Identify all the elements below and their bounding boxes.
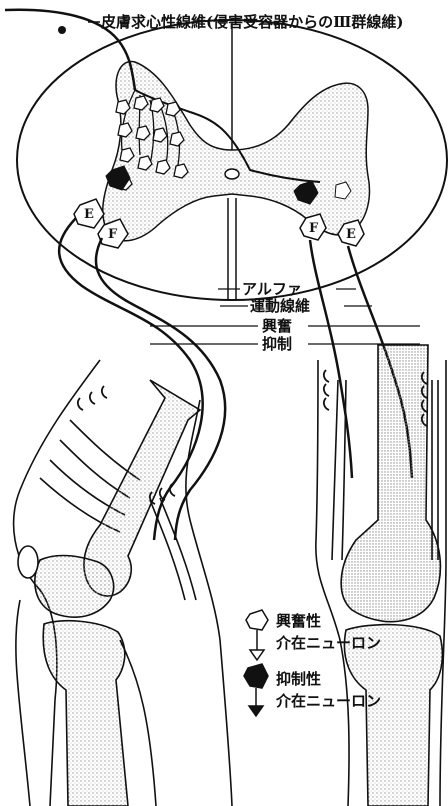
- right-femur: [341, 345, 440, 622]
- label-motor-fiber: 運動線維: [250, 297, 310, 315]
- left-shin-line: [16, 600, 30, 806]
- letter-f-right: F: [309, 221, 319, 236]
- label-inhibition: 抑制: [262, 335, 292, 353]
- legend-excitatory-symbol: [246, 610, 268, 660]
- anterior-median-fissure: [228, 198, 236, 300]
- left-patella: [18, 546, 38, 578]
- legend-inhibitory-line1: 抑制性: [276, 670, 321, 688]
- label-alpha: アルファ: [242, 280, 302, 298]
- afferent-fiber: 皮膚求心性線維(侵害受容器からのⅢ群線維): [5, 10, 403, 90]
- spinal-cord: [17, 20, 447, 300]
- afferent-dot: [58, 26, 66, 34]
- legend-excitatory-line2: 介在ニューロン: [275, 634, 381, 652]
- right-muscle-line: [332, 380, 338, 560]
- right-leg-outline-right: [440, 360, 446, 806]
- axon-right-f: [310, 240, 352, 478]
- left-tibia: [43, 621, 128, 806]
- left-knee-condyle: [35, 556, 114, 618]
- legend-inhibitory-line2: 介在ニューロン: [275, 692, 381, 710]
- center-labels: アルファ 運動線維 興奮 抑制: [150, 280, 420, 353]
- legend-inhibitory-symbol: [244, 664, 268, 716]
- right-leg: [316, 345, 446, 806]
- letter-f-left: F: [108, 227, 118, 242]
- label-excitation: 興奮: [262, 317, 292, 335]
- letter-e-right: E: [346, 227, 356, 242]
- central-canal: [225, 169, 239, 179]
- legend-excitatory-line1: 興奮性: [276, 612, 321, 630]
- fiber-label: 皮膚求心性線維(侵害受容器からのⅢ群線維): [101, 13, 403, 31]
- letter-e-left: E: [84, 207, 94, 222]
